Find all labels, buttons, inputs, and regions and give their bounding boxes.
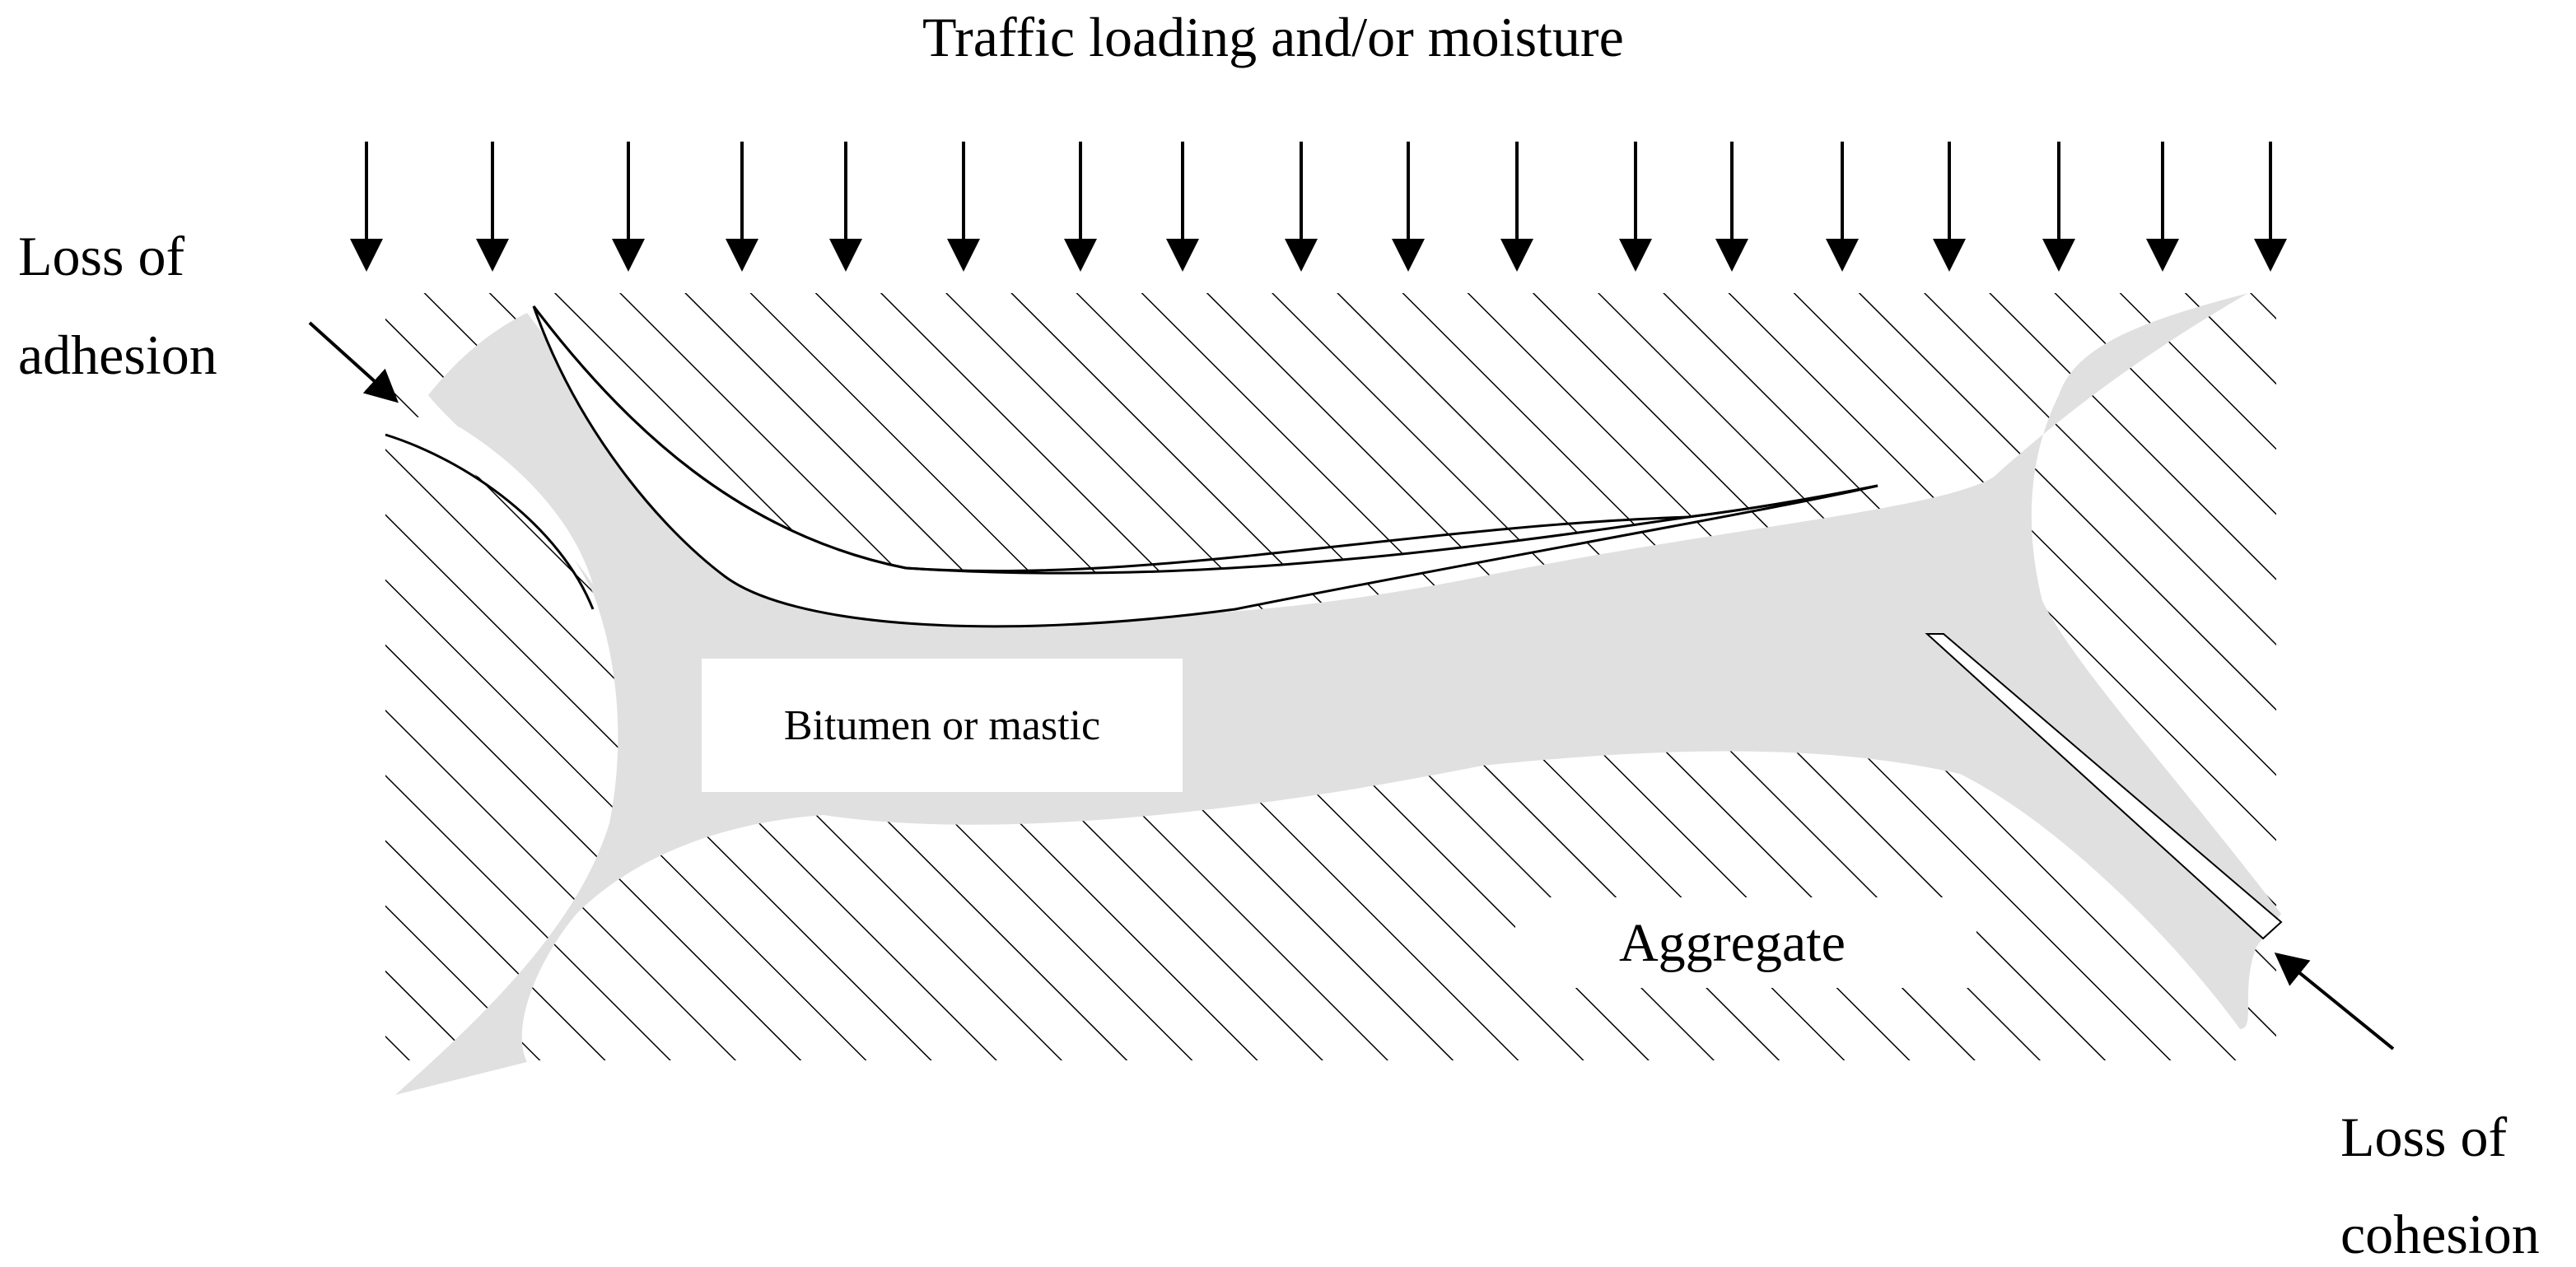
loss-of-cohesion-label-line2: cohesion — [2340, 1203, 2540, 1265]
aggregate-edge-left — [385, 433, 595, 610]
adhesion-pointer-arrow — [308, 321, 399, 403]
binder-label-box: Bitumen or mastic — [702, 659, 1183, 792]
loss-of-cohesion-label-line1: Loss of — [2340, 1106, 2508, 1168]
aggregate-label: Aggregate — [1619, 913, 1846, 973]
binder-label: Bitumen or mastic — [783, 701, 1101, 749]
load-arrows — [350, 142, 2287, 272]
diagram-title: Traffic loading and/or moisture — [922, 6, 1624, 68]
loss-of-adhesion-label-line1: Loss of — [18, 225, 185, 287]
cohesion-pointer-arrow — [2274, 952, 2395, 1050]
cohesion-crack — [1925, 633, 2283, 940]
adhesion-gap — [387, 417, 593, 585]
aggregate-edge-top — [532, 305, 1878, 573]
loss-of-adhesion-label-line2: adhesion — [18, 324, 217, 386]
aggregate-label-clearing — [1515, 897, 1976, 988]
binder-shape — [395, 293, 2281, 1095]
